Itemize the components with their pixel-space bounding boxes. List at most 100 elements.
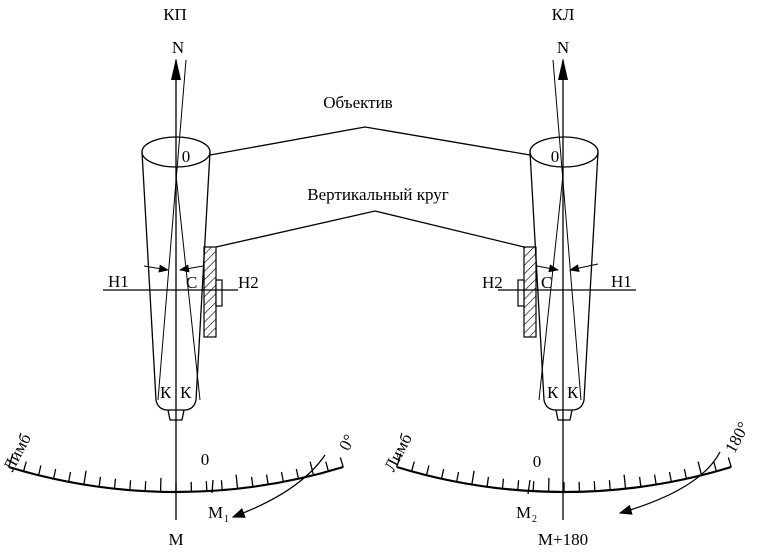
right-k1: К [547,383,559,402]
limb-tick [113,478,117,489]
right-north-label: N [557,38,569,57]
right-title: КЛ [552,5,575,24]
limb-tick [129,480,132,491]
right-m-tick [527,479,531,495]
limb-tick [22,461,27,472]
left-k2: К [180,383,192,402]
limb-tick [593,481,596,492]
limb-tick [280,471,284,482]
limb-tick [235,474,239,489]
right-h-right: H1 [611,272,632,291]
limb-tick [697,461,703,476]
limb-tick [250,476,254,487]
limb-tick [425,465,430,476]
limb-tick [37,465,42,476]
left-h-center: C [186,273,197,292]
left-h-right: H2 [238,273,259,292]
limb-tick [456,471,460,482]
right-vertical-circle [523,246,537,338]
left-instrument: КП N 0 H1 C H2 К К Лимб 0 0° M [0,5,359,549]
limb-tick [517,480,520,491]
right-bottom-label: M+180 [538,530,588,549]
right-circle-knob [517,279,525,307]
right-arc-zero: 0 [533,452,542,471]
left-circle-knob [215,279,223,307]
right-h-center: C [541,273,552,292]
limb-tick [98,476,102,487]
left-k1: К [160,383,172,402]
vertical-circle-leader [215,210,525,248]
limb-tick [440,468,445,479]
vertical-circle-label: Вертикальный круг [307,185,449,204]
left-m-point: M [208,503,223,522]
limb-tick [713,461,718,472]
limb-tick [295,468,300,479]
left-angle-arrow-2 [179,264,204,273]
right-zero-top: 0 [551,147,560,166]
limb-tick [83,470,87,485]
right-sight-line [552,59,582,401]
limb-tick [410,461,415,472]
right-limb-label: Лимб [380,430,416,474]
left-north-arrow [171,58,181,80]
left-sight-line [157,59,187,401]
right-limb-arc [396,453,732,494]
limb-tick [608,480,611,491]
right-eyepiece [555,409,573,421]
right-rotation-arrow [618,451,721,515]
limb-tick [532,481,535,492]
left-angle-arrow-1 [143,264,169,273]
right-m-point-sub: 2 [532,514,537,525]
left-m-point-sub: 1 [224,514,229,525]
right-k2: К [567,383,579,402]
left-limb-label: Лимб [0,430,35,474]
limb-tick [396,453,402,468]
limb-tick [52,468,57,479]
left-rotation-arrow [231,454,326,518]
right-angle-arrow-2 [569,263,599,273]
limb-tick [144,481,147,492]
limb-tick [309,461,315,476]
right-sight-line-2 [538,174,564,401]
left-sight-line-2 [175,174,201,401]
objective-leader [209,126,531,156]
limb-tick [668,471,672,482]
limb-tick [683,468,688,479]
right-angle-arrow-1 [536,264,559,273]
limb-tick [471,470,475,485]
limb-tick [205,481,208,492]
limb-tick [501,478,505,489]
right-m-point: M [516,503,531,522]
limb-tick [8,453,14,468]
left-telescope-body [141,151,211,411]
right-telescope-body [529,151,599,411]
left-arc-zero: 0 [201,450,210,469]
limb-tick [325,461,330,472]
left-zero-top: 0 [182,147,191,166]
limb-tick [486,476,490,487]
limb-tick [68,471,72,482]
left-vertical-circle [203,246,217,338]
limb-tick [638,476,642,487]
left-h-left: H1 [108,272,129,291]
left-limb-arc [8,453,344,494]
left-arc-end: 0° [335,431,359,453]
left-title: КП [163,5,187,24]
left-eyepiece [167,409,185,421]
left-bottom-label: M [168,530,183,549]
objective-label: Объектив [323,93,392,112]
limb-tick [727,457,732,468]
right-arc-end: 180° [721,419,753,456]
limb-tick [220,480,223,491]
limb-tick [339,457,344,468]
right-north-arrow [558,58,568,80]
left-m-tick [211,479,214,494]
right-instrument: КЛ N 0 H2 C H1 К К Лимб 0 180° M 2 M+180 [380,5,753,549]
limb-tick [653,474,657,485]
callouts: Объектив Вертикальный круг [209,93,531,248]
left-north-label: N [172,38,184,57]
right-objective-ellipse [529,136,599,168]
right-h-left: H2 [482,273,503,292]
